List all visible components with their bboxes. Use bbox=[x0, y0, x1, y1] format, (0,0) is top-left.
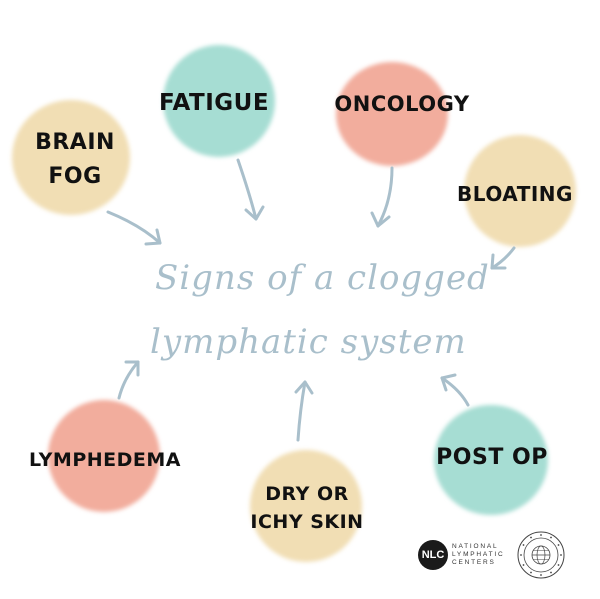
brain-fog-arrow bbox=[106, 210, 162, 245]
bloating-blob bbox=[464, 135, 576, 247]
dry-skin-arrow bbox=[296, 380, 307, 442]
fatigue-arrow bbox=[236, 158, 258, 221]
sign-label-line: BLOATING bbox=[457, 182, 573, 206]
oncology-arrowhead bbox=[370, 211, 391, 228]
dry-skin-arrowhead bbox=[294, 380, 314, 395]
title-line-2: lymphatic system bbox=[150, 322, 467, 362]
title-line-1: Signs of a clogged bbox=[155, 258, 490, 298]
nlc-logo-line: LYMPHATIC bbox=[452, 551, 505, 558]
sign-label-fatigue: FATIGUE bbox=[150, 88, 278, 118]
fatigue-arrowhead bbox=[244, 205, 265, 221]
bloating-arrowhead bbox=[490, 253, 507, 270]
sign-label-line: FOG bbox=[48, 164, 102, 189]
sign-label-line: BRAIN bbox=[35, 130, 115, 155]
sign-label-bloating: BLOATING bbox=[446, 180, 584, 208]
nlc-logo-line: CENTERS bbox=[452, 559, 496, 566]
sign-label-lymphedema: LYMPHEDEMA bbox=[20, 446, 190, 474]
sign-label-post-op: POST OP bbox=[430, 443, 554, 473]
post-op-arrowhead bbox=[440, 373, 457, 392]
nlc-logo-line: NATIONAL bbox=[452, 543, 499, 550]
fatigue-blob bbox=[163, 45, 275, 157]
nlc-logo-name: NATIONAL LYMPHATIC CENTERS bbox=[452, 543, 504, 567]
lymphedema-blob bbox=[48, 400, 160, 512]
oncology-blob bbox=[336, 62, 448, 166]
sign-label-dry-skin: DRY OR ICHY SKIN bbox=[232, 480, 382, 536]
post-op-arrow bbox=[440, 376, 470, 407]
sign-label-line: ONCOLOGY bbox=[334, 92, 470, 116]
dry-skin-blob bbox=[250, 450, 362, 562]
sign-label-line: ICHY SKIN bbox=[250, 511, 364, 533]
sign-label-line: DRY OR bbox=[265, 483, 349, 505]
lymphedema-arrow bbox=[117, 360, 140, 400]
brain-fog-blob bbox=[12, 100, 130, 215]
sign-label-line: FATIGUE bbox=[158, 90, 270, 116]
sign-label-line: LYMPHEDEMA bbox=[29, 449, 181, 471]
brain-fog-arrowhead bbox=[144, 228, 162, 246]
nlc-logo-mark: NLC bbox=[418, 540, 448, 570]
sign-label-oncology: ONCOLOGY bbox=[324, 90, 480, 118]
sign-label-brain-fog: BRAIN FOG bbox=[20, 126, 130, 194]
bloating-arrow bbox=[490, 246, 516, 270]
sign-label-line: POST OP bbox=[436, 445, 548, 470]
globe-seal-icon bbox=[517, 531, 565, 579]
oncology-arrow bbox=[376, 166, 394, 228]
lymphedema-arrowhead bbox=[124, 360, 140, 377]
post-op-blob bbox=[434, 405, 548, 515]
